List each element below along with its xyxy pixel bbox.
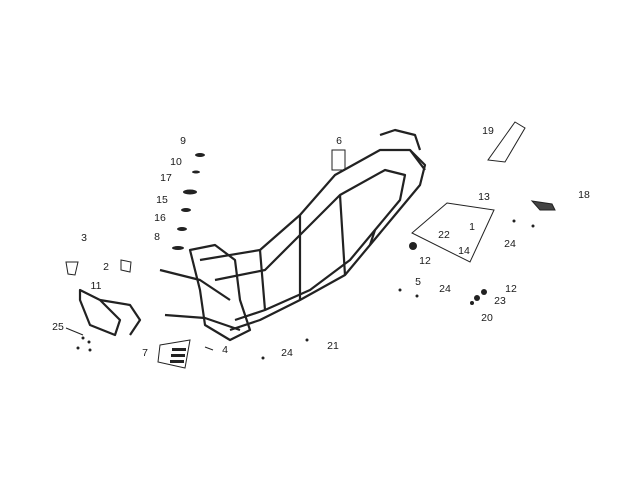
callout-14: 14 (458, 245, 470, 257)
callout-19: 19 (482, 125, 494, 137)
callout-20: 20 (481, 312, 493, 324)
callout-1: 1 (469, 221, 475, 233)
callout-12: 12 (505, 283, 517, 295)
kit-box-7 (157, 339, 191, 369)
callout-7: 7 (142, 347, 148, 359)
lamp-18 (530, 200, 556, 211)
callout-16: 16 (154, 212, 166, 224)
callout-24: 24 (504, 238, 516, 250)
callout-10: 10 (170, 156, 182, 168)
callout-24: 24 (439, 283, 451, 295)
callout-15: 15 (156, 194, 168, 206)
leader-25 (65, 327, 84, 336)
callout-21: 21 (327, 340, 339, 352)
front-frame (188, 243, 252, 342)
frame-crossmember (258, 194, 377, 311)
callout-4: 4 (222, 344, 228, 356)
callout-23: 23 (494, 295, 506, 307)
part-3 (65, 261, 79, 276)
kit-box-13 (411, 202, 495, 263)
callout-13: 13 (478, 191, 490, 203)
leader-4 (204, 346, 214, 351)
callout-2: 2 (103, 261, 109, 273)
subframe-right (99, 298, 142, 336)
callout-17: 17 (160, 172, 172, 184)
subframe-left (78, 288, 122, 337)
main-frame-upper-tube (199, 148, 427, 332)
callout-11: 11 (90, 280, 102, 292)
callout-22: 22 (438, 229, 450, 241)
panel-19 (487, 121, 526, 163)
part-2 (120, 259, 132, 273)
callout-12: 12 (419, 255, 431, 267)
callout-3: 3 (81, 232, 87, 244)
callout-24: 24 (281, 347, 293, 359)
bracket-6 (331, 149, 346, 171)
callout-25: 25 (52, 321, 64, 333)
callout-18: 18 (578, 189, 590, 201)
callout-5: 5 (415, 276, 421, 288)
main-frame-lower-tube (214, 168, 407, 322)
footrest-bracket (159, 268, 241, 332)
rear-frame (379, 128, 426, 171)
callout-8: 8 (154, 231, 160, 243)
callout-9: 9 (180, 135, 186, 147)
callout-6: 6 (336, 135, 342, 147)
